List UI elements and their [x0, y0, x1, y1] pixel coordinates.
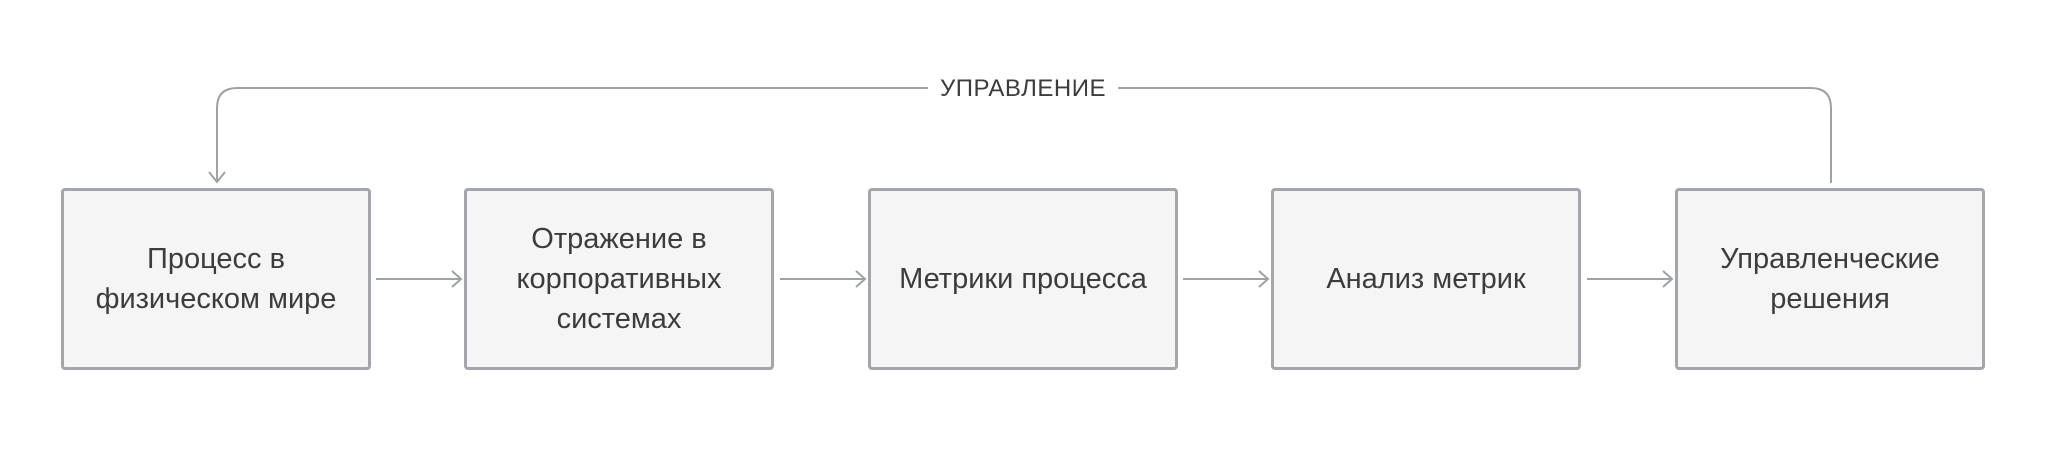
step-metrics-analysis: Анализ метрик — [1271, 188, 1581, 370]
step-process-metrics: Метрики процесса — [868, 188, 1178, 370]
arrow-3 — [1183, 270, 1270, 288]
arrow-4 — [1587, 270, 1674, 288]
step-physical-process: Процесс в физическом мире — [61, 188, 371, 370]
arrow-1 — [376, 270, 463, 288]
feedback-loop-label: УПРАВЛЕНИЕ — [928, 71, 1118, 107]
step-label: Отражение в корпоративных системах — [516, 223, 722, 335]
step-label: Метрики процесса — [899, 263, 1147, 295]
step-label: Управленческие решения — [1720, 243, 1940, 315]
step-label: Анализ метрик — [1326, 263, 1526, 295]
step-corporate-systems: Отражение в корпоративных системах — [464, 188, 774, 370]
feedback-loop-arrowhead — [208, 171, 226, 184]
arrow-2 — [780, 270, 867, 288]
step-management-decisions: Управленческие решения — [1675, 188, 1985, 370]
step-label: Процесс в физическом мире — [95, 243, 337, 315]
